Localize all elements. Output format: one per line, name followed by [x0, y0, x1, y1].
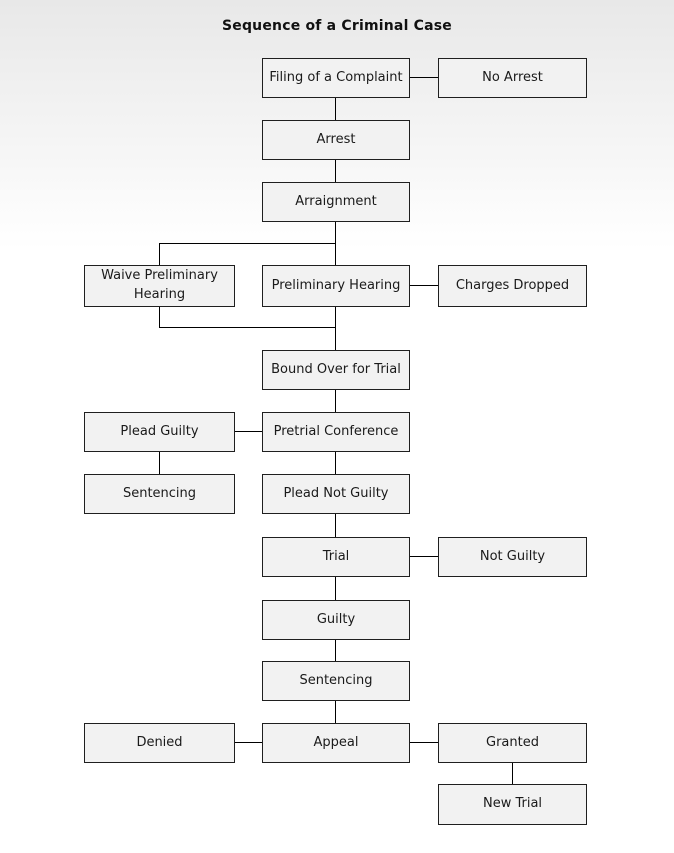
node-appeal: Appeal: [262, 723, 410, 763]
connector-preliminary-hearing-to-bound-over: [335, 307, 336, 350]
node-label: No Arrest: [482, 69, 543, 85]
node-label: Bound Over for Trial: [271, 361, 401, 377]
node-sentencing-after-trial: Sentencing: [262, 661, 410, 701]
node-label: Granted: [486, 734, 539, 750]
page-title: Sequence of a Criminal Case: [221, 18, 452, 34]
node-not-guilty: Not Guilty: [438, 537, 587, 577]
connector-granted-to-new-trial: [512, 763, 513, 784]
node-arraignment: Arraignment: [262, 182, 410, 222]
node-label: Appeal: [313, 734, 359, 750]
node-sentencing-after-plea: Sentencing: [84, 474, 235, 514]
connector-pretrial-to-plead-not-guilty: [335, 452, 336, 474]
node-label: Arrest: [316, 131, 356, 147]
node-filing-of-a-complaint: Filing of a Complaint: [262, 58, 410, 98]
node-plead-guilty: Plead Guilty: [84, 412, 235, 452]
connector-branch-waive-top: [159, 243, 336, 244]
node-label: Waive Preliminary Hearing: [101, 268, 218, 302]
node-denied: Denied: [84, 723, 235, 763]
node-trial: Trial: [262, 537, 410, 577]
connector-trial-to-guilty: [335, 577, 336, 600]
node-new-trial: New Trial: [438, 784, 587, 825]
node-label: Trial: [322, 548, 350, 564]
node-no-arrest: No Arrest: [438, 58, 587, 98]
connector-preliminary-hearing-to-charges-dropped: [410, 285, 438, 286]
node-label: Filing of a Complaint: [269, 69, 403, 85]
node-label: Preliminary Hearing: [271, 277, 401, 293]
node-label: Arraignment: [295, 193, 377, 209]
connector-arrest-to-arraignment: [335, 160, 336, 182]
connector-filing-to-no-arrest: [410, 77, 438, 78]
node-label: Plead Not Guilty: [283, 485, 389, 501]
node-granted: Granted: [438, 723, 587, 763]
node-guilty: Guilty: [262, 600, 410, 640]
connector-sentencing-to-appeal: [335, 701, 336, 723]
connector-plead-guilty-to-pretrial-conference: [235, 431, 262, 432]
connector-bound-over-to-pretrial-conference: [335, 390, 336, 412]
node-label: Sentencing: [299, 672, 373, 688]
node-label: Plead Guilty: [120, 423, 199, 439]
node-label: Denied: [136, 734, 183, 750]
connector-plead-guilty-to-sentencing: [159, 452, 160, 474]
connector-appeal-to-granted: [410, 742, 438, 743]
node-label: Not Guilty: [479, 548, 546, 564]
node-arrest: Arrest: [262, 120, 410, 160]
connector-guilty-to-sentencing: [335, 640, 336, 661]
node-label: Charges Dropped: [455, 277, 570, 293]
node-charges-dropped: Charges Dropped: [438, 265, 587, 307]
connector-waive-preliminary-hearing-down: [159, 307, 160, 328]
node-label: New Trial: [482, 796, 543, 812]
node-preliminary-hearing: Preliminary Hearing: [262, 265, 410, 307]
connector-branch-to-waive-preliminary-hearing: [159, 243, 160, 265]
connector-filing-to-arrest: [335, 98, 336, 120]
node-plead-not-guilty: Plead Not Guilty: [262, 474, 410, 514]
node-bound-over-for-trial: Bound Over for Trial: [262, 350, 410, 390]
connector-plead-not-guilty-to-trial: [335, 514, 336, 537]
connector-waive-rejoin-bottom: [159, 327, 336, 328]
connector-denied-to-appeal: [235, 742, 262, 743]
node-label: Sentencing: [122, 485, 197, 501]
node-waive-preliminary-hearing: Waive Preliminary Hearing: [84, 265, 235, 307]
connector-trial-to-not-guilty: [410, 556, 438, 557]
node-pretrial-conference: Pretrial Conference: [262, 412, 410, 452]
node-label: Guilty: [316, 611, 356, 627]
node-label: Pretrial Conference: [273, 423, 399, 439]
